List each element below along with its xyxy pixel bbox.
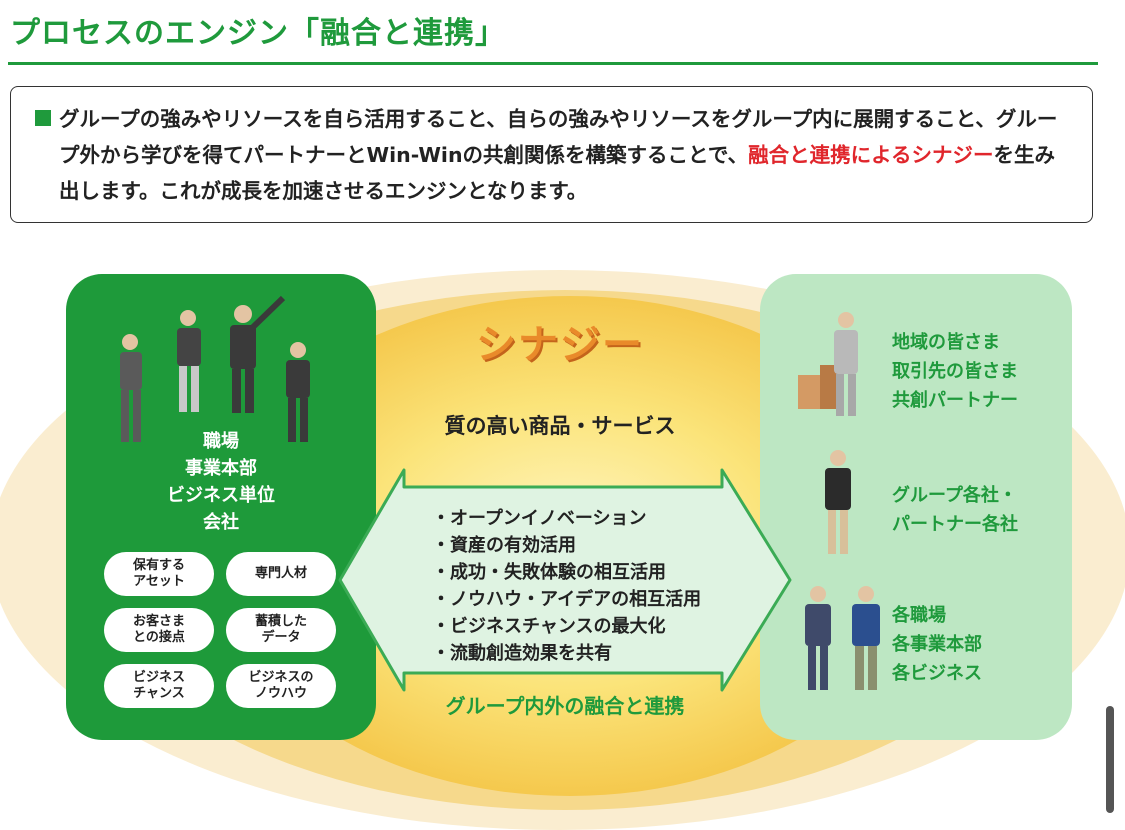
person-icon: [286, 342, 310, 442]
building-icon: [798, 365, 838, 409]
bullet-square-icon: [35, 110, 51, 126]
intro-text-before: グループの強みやリソースを自ら活用すること、自らの強みやリソースをグループ内に展…: [59, 107, 1058, 167]
label-line: 事業本部: [185, 458, 257, 479]
resource-pill: お客さま との接点: [104, 608, 214, 652]
person-icon: [120, 334, 142, 442]
fusion-label: グループ内外の融合と連携: [445, 694, 685, 718]
benefit-item: ・オープンイノベーション: [432, 508, 647, 529]
resource-pill: ビジネスの ノウハウ: [226, 664, 336, 708]
person-icon: [177, 310, 201, 412]
label-line: グループ各社・: [892, 485, 1017, 506]
person-icon: [825, 450, 851, 554]
benefit-item: ・資産の有効活用: [432, 535, 576, 556]
intro-text-after: を生み出します。これが成長を加速させるエンジンとなります。: [59, 143, 1056, 203]
scrollbar-thumb[interactable]: [1106, 706, 1114, 813]
label-line: 各職場: [892, 605, 946, 626]
intro-box: グループの強みやリソースを自ら活用すること、自らの強みやリソースをグループ内に展…: [10, 86, 1093, 223]
resource-pill: ビジネス チャンス: [104, 664, 214, 708]
label-line: 各ビジネス: [892, 663, 982, 684]
label-line: パートナー各社: [892, 514, 1018, 535]
label-line: 職場: [203, 431, 239, 452]
person-icon: [834, 312, 858, 416]
quality-label: 質の高い商品・サービス: [444, 414, 676, 438]
label-line: 地域の皆さま: [892, 332, 1000, 353]
person-icon: [805, 586, 831, 690]
label-line: 取引先の皆さま: [892, 361, 1018, 382]
page-title: プロセスのエンジン「融合と連携」: [10, 16, 506, 51]
intro-highlight: 融合と連携によるシナジー: [748, 143, 994, 167]
partner-group-label: 各職場 各事業本部 各ビジネス: [892, 601, 982, 688]
label-line: ビジネス単位: [167, 485, 275, 506]
benefit-item: ・ノウハウ・アイデアの相互活用: [432, 589, 702, 610]
benefit-list: ・オープンイノベーション ・資産の有効活用 ・成功・失敗体験の相互活用 ・ノウハ…: [432, 505, 701, 667]
benefit-item: ・ビジネスチャンスの最大化: [432, 616, 666, 637]
synergy-heading: シナジー: [476, 322, 644, 368]
person-icon: [230, 295, 286, 413]
partner-group-label: 地域の皆さま 取引先の皆さま 共創パートナー: [892, 328, 1018, 415]
benefit-item: ・流動創造効果を共有: [432, 643, 612, 664]
title-underline: [8, 62, 1098, 65]
label-line: 各事業本部: [892, 634, 982, 655]
label-line: 共創パートナー: [892, 390, 1018, 411]
resource-pill: 保有する アセット: [104, 552, 214, 596]
resource-pill: 蓄積した データ: [226, 608, 336, 652]
internal-group-panel: [66, 274, 376, 740]
resource-pill: 専門人材: [226, 552, 336, 596]
internal-units-label: 職場 事業本部 ビジネス単位 会社: [66, 428, 376, 536]
benefit-item: ・成功・失敗体験の相互活用: [432, 562, 666, 583]
label-line: 会社: [203, 512, 239, 533]
person-icon: [852, 586, 880, 690]
partner-group-label: グループ各社・ パートナー各社: [892, 481, 1018, 539]
